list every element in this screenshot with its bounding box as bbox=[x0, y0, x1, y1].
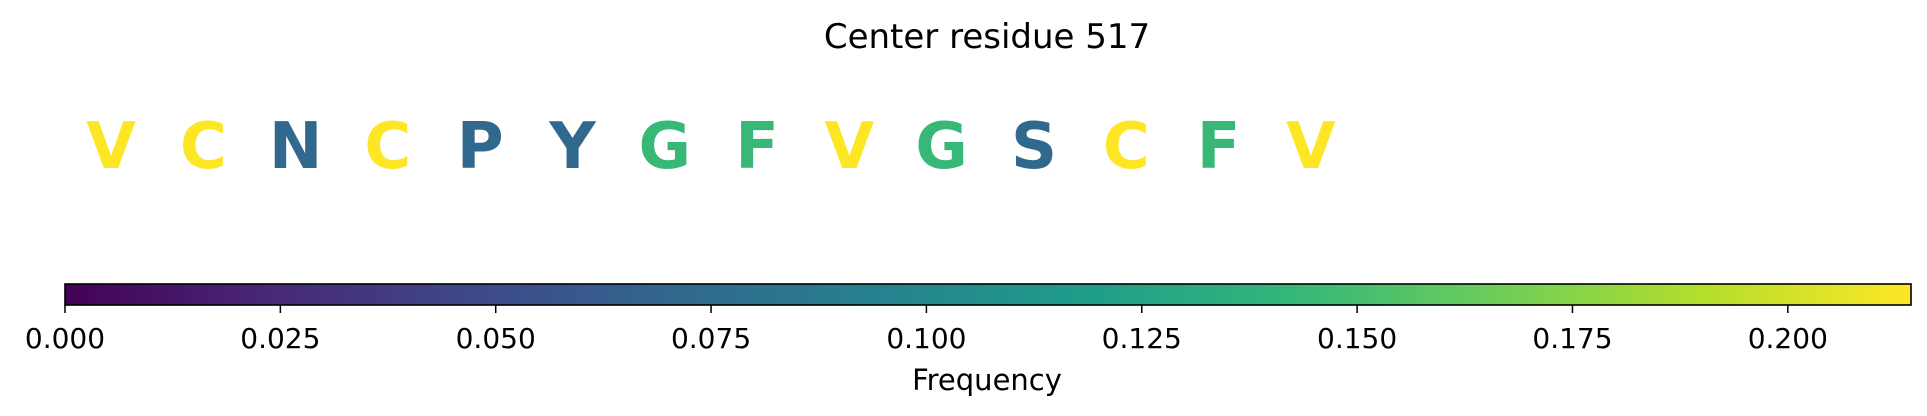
colorbar-tick-label: 0.200 bbox=[1748, 322, 1828, 355]
residue-letter: C bbox=[180, 110, 227, 184]
residue-letter: G bbox=[639, 110, 692, 184]
colorbar-tick-label: 0.000 bbox=[25, 322, 105, 355]
residue-letter: Y bbox=[548, 110, 596, 184]
residue-letter: F bbox=[1197, 110, 1241, 184]
colorbar-tick-label: 0.150 bbox=[1317, 322, 1397, 355]
colorbar-tick-label: 0.025 bbox=[240, 322, 320, 355]
colorbar-tick-label: 0.125 bbox=[1102, 322, 1182, 355]
residue-letter: V bbox=[86, 110, 136, 184]
colorbar-tick-label: 0.100 bbox=[886, 322, 966, 355]
colorbar-gradient bbox=[65, 284, 1911, 305]
colorbar-tick-label: 0.050 bbox=[456, 322, 536, 355]
residue-letter: N bbox=[269, 110, 323, 184]
chart-title: Center residue 517 bbox=[824, 17, 1150, 57]
residue-letter: G bbox=[915, 110, 968, 184]
colorbar-frame bbox=[64, 283, 1912, 306]
residue-letter: C bbox=[1103, 110, 1150, 184]
residue-letter: V bbox=[1286, 110, 1336, 184]
residue-letter: S bbox=[1011, 110, 1057, 184]
colorbar-ticks: 0.000 0.025 0.050 0.075 0.100 0.125 0.150 0.175… bbox=[25, 305, 1828, 355]
residue-letter: C bbox=[364, 110, 411, 184]
residue-letter: F bbox=[735, 110, 779, 184]
colorbar-label: Frequency bbox=[912, 363, 1062, 397]
colorbar-tick-label: 0.075 bbox=[671, 322, 751, 355]
colorbar: 0.000 0.025 0.050 0.075 0.100 0.125 0.150 0.175… bbox=[25, 283, 1912, 397]
colorbar-tick-label: 0.175 bbox=[1532, 322, 1612, 355]
residue-letter: V bbox=[825, 110, 875, 184]
residue-letter: P bbox=[457, 110, 504, 184]
